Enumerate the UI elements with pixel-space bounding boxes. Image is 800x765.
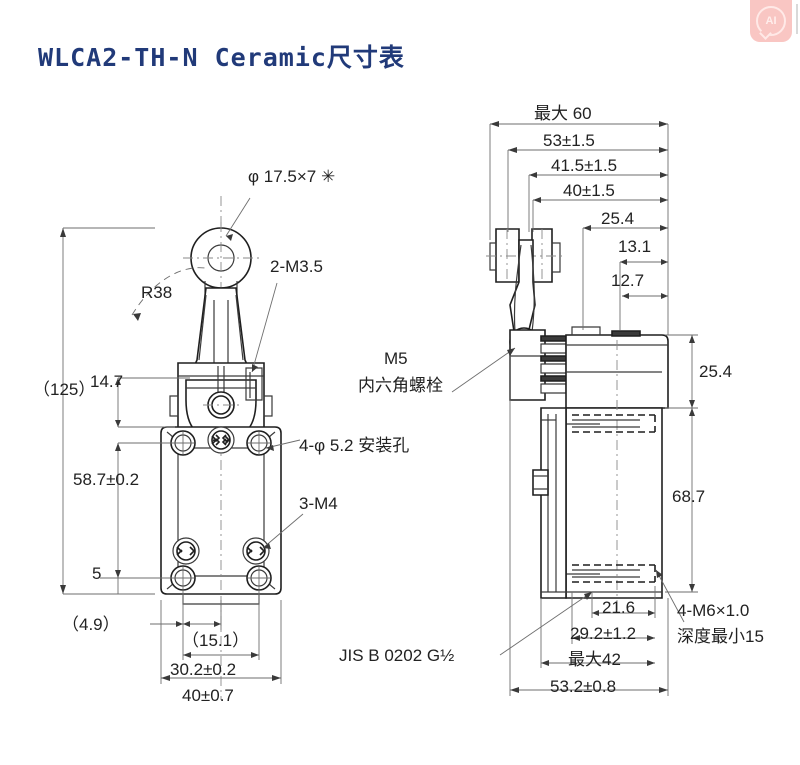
terminal-fins bbox=[541, 336, 566, 393]
dim-max-42: 最大42 bbox=[568, 650, 621, 669]
dim-lever-pivot-offset: 14.7 bbox=[90, 372, 124, 391]
side-view-dimension-lines bbox=[490, 121, 698, 696]
front-view-geometry bbox=[161, 196, 281, 700]
note-hex-bolt-line2: 内六角螺栓 bbox=[358, 376, 443, 395]
dim-inner-offset: （15.1） bbox=[182, 631, 250, 650]
cover-screw-marks bbox=[173, 427, 269, 564]
dim-width-216: 21.6 bbox=[602, 598, 636, 617]
dim-width-292: 29.2±1.2 bbox=[570, 624, 637, 643]
mounting-hole-marks bbox=[171, 431, 271, 590]
dim-height-254: 25.4 bbox=[699, 362, 733, 381]
dim-width-415: 41.5±1.5 bbox=[551, 156, 618, 175]
ai-badge[interactable]: AI bbox=[750, 0, 792, 42]
note-tapped-holes-line2: 深度最小15 bbox=[677, 627, 764, 646]
dim-width-254: 25.4 bbox=[601, 209, 635, 228]
note-mounting-holes: 4-φ 5.2 安装孔 bbox=[299, 436, 410, 455]
front-view-leaders bbox=[132, 198, 303, 549]
dim-lever-screws: 2-M3.5 bbox=[270, 257, 323, 276]
dim-overall-height: （125） bbox=[33, 380, 96, 399]
note-hex-bolt-line1: M5 bbox=[384, 349, 408, 368]
dim-max-width: 最大 60 bbox=[534, 104, 592, 123]
side-view-leaders bbox=[452, 348, 684, 655]
dim-width-131: 13.1 bbox=[618, 237, 652, 256]
note-tapped-holes-line1: 4-M6×1.0 bbox=[677, 601, 750, 620]
front-view-dimension-lines bbox=[60, 228, 281, 684]
page-title: WLCA2-TH-N Ceramic尺寸表 bbox=[38, 43, 405, 72]
dim-side-offset: （4.9） bbox=[62, 615, 120, 634]
dim-mount-hole-spacing-v: 58.7±0.2 bbox=[73, 470, 140, 489]
dim-mount-hole-spacing-h: 30.2±0.2 bbox=[170, 660, 237, 679]
ai-chat-bubble-icon: AI bbox=[756, 6, 786, 36]
dim-width-127: 12.7 bbox=[611, 271, 645, 290]
badge-divider bbox=[796, 4, 798, 34]
dim-height-687: 68.7 bbox=[672, 487, 706, 506]
dim-roller-size: φ 17.5×7 ✳ bbox=[248, 167, 336, 186]
dim-width-532: 53.2±0.8 bbox=[550, 677, 617, 696]
note-cover-screws: 3-M4 bbox=[299, 494, 338, 513]
dim-width-40: 40±1.5 bbox=[563, 181, 615, 200]
note-conduit-thread: JIS B 0202 G½ bbox=[339, 646, 455, 665]
dim-width-53: 53±1.5 bbox=[543, 131, 595, 150]
dim-bottom-offset: 5 bbox=[92, 564, 102, 583]
dim-body-width: 40±0.7 bbox=[182, 686, 234, 705]
dim-roller-radius: R38 bbox=[141, 283, 173, 302]
ai-badge-label: AI bbox=[765, 14, 777, 27]
